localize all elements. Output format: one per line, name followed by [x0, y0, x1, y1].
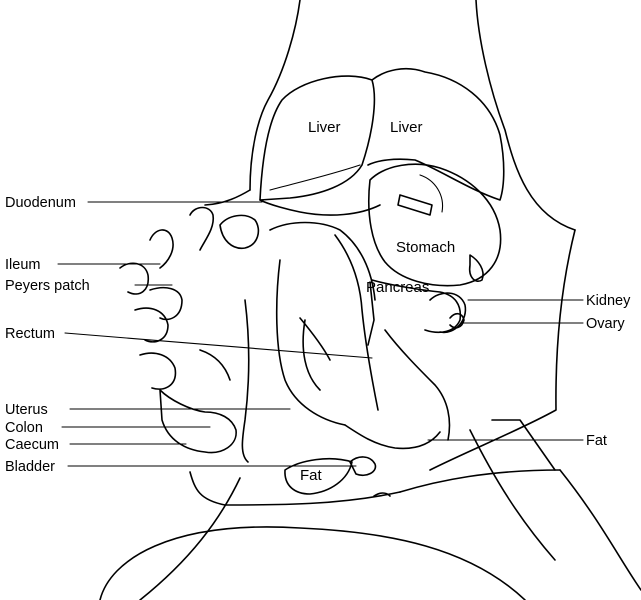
label-fat-right: Fat — [586, 433, 607, 449]
label-liver-left: Liver — [308, 119, 341, 136]
label-kidney: Kidney — [586, 293, 631, 309]
label-fat-bottom: Fat — [300, 467, 323, 484]
label-colon: Colon — [5, 420, 43, 436]
label-rectum: Rectum — [5, 326, 55, 342]
leader-lines — [57, 201, 584, 467]
label-pancreas: Pancreas — [366, 279, 429, 296]
label-stomach: Stomach — [396, 239, 455, 256]
body-outline — [99, 0, 641, 600]
leader-rectum — [64, 332, 373, 359]
label-caecum: Caecum — [5, 437, 59, 453]
label-ovary: Ovary — [586, 316, 625, 332]
liver — [259, 68, 505, 201]
pancreas-kidney-region — [367, 279, 467, 346]
intestines — [119, 199, 451, 463]
label-ileum: Ileum — [5, 257, 40, 273]
labels: Liver Liver Stomach Pancreas Fat Duodenu… — [5, 119, 631, 484]
label-peyers-patch: Peyers patch — [5, 278, 90, 294]
stomach — [367, 163, 502, 287]
label-liver-right: Liver — [390, 119, 423, 136]
bladder-fat — [284, 456, 391, 497]
label-bladder: Bladder — [5, 459, 55, 475]
label-duodenum: Duodenum — [5, 195, 76, 211]
label-uterus: Uterus — [5, 402, 48, 418]
